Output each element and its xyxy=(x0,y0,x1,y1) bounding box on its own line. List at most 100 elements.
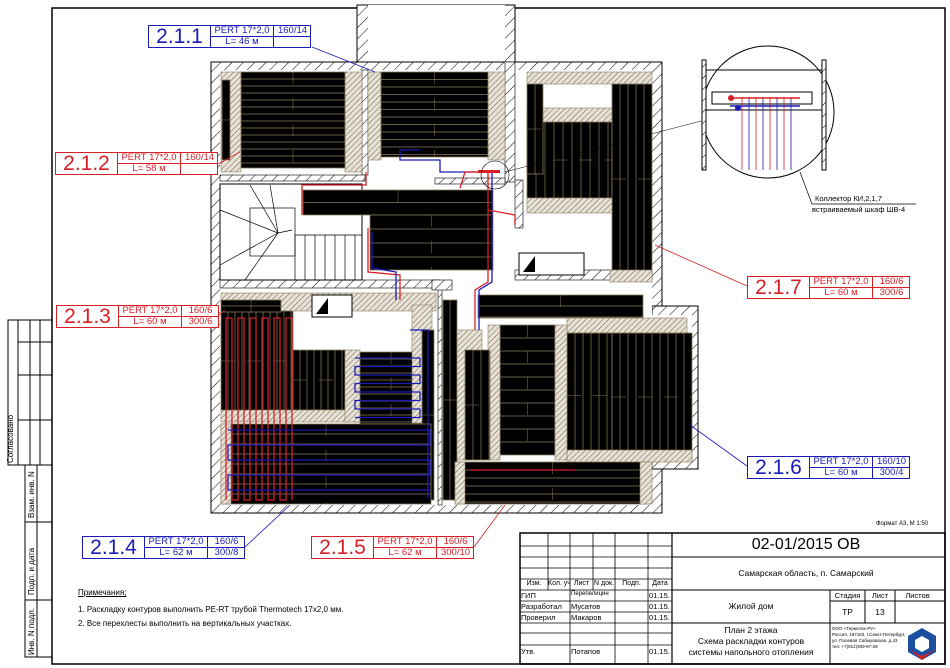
hatched-zone xyxy=(566,317,688,334)
hatched-zone xyxy=(609,269,653,283)
circuit-spec-2: 300/10 xyxy=(440,547,471,558)
pipe-loop-2-1-4-upper xyxy=(354,357,421,419)
pipe-supply-main xyxy=(474,172,489,330)
stamp-sign-date: Подп. и дата xyxy=(27,547,36,595)
circuit-length: L= 60 м xyxy=(810,288,873,299)
partition-wall xyxy=(437,287,443,506)
room-2-1-3 xyxy=(220,310,294,412)
format-text: Формат А3, М 1:50 xyxy=(876,521,928,527)
circuit-length: L= 46 м xyxy=(211,37,274,48)
room-2-1-7b xyxy=(611,83,653,275)
pipe-supply-2-1-4 xyxy=(410,329,429,498)
pipe-loop-2-1-3 xyxy=(225,317,293,501)
logo-inner xyxy=(915,636,929,652)
tb-name: Макаров xyxy=(571,613,602,622)
note-2: 2. Все перехлесты выполнить на вертикаль… xyxy=(78,619,292,628)
company-line: тел: +7(812)309-87-28 xyxy=(832,644,878,649)
tb-name: Перепелицин xyxy=(571,591,609,597)
circuit-pipe: PERT 17*2,0 xyxy=(810,277,873,288)
room-2-1-1 xyxy=(380,71,489,158)
stair-winder xyxy=(277,229,293,234)
note-1: 1. Раскладку контуров выполнить PE-RT тр… xyxy=(78,605,344,614)
hatched-zone xyxy=(526,197,613,214)
partition-wall xyxy=(504,61,516,183)
detail-leader xyxy=(504,119,706,173)
tb-date: 01.15. xyxy=(649,591,670,600)
circuit-pipe: PERT 17*2,0 xyxy=(118,153,181,164)
leader-line xyxy=(689,424,748,467)
leader-line xyxy=(244,504,291,548)
tower-inner xyxy=(368,5,505,67)
detail-wall xyxy=(821,59,827,171)
room-2-1-3-top xyxy=(220,299,282,313)
pipe-2-1-7 xyxy=(487,209,516,225)
tb-date: 01.15. xyxy=(649,613,670,622)
circuit-number: 2.1.2 xyxy=(56,153,118,175)
company-logo xyxy=(908,628,936,660)
circuit-spec-1: 160/6 xyxy=(873,277,910,288)
stamp-lower-box xyxy=(24,464,53,658)
leader-line xyxy=(217,309,226,317)
panel-field xyxy=(380,71,489,158)
tb-header: Дата xyxy=(652,580,668,587)
circuit-spec-1: 160/14 xyxy=(274,26,311,37)
circuit-spec-2: 300/8 xyxy=(214,547,239,558)
circuit-spec-2: 300/4 xyxy=(879,467,904,478)
drawing-code: 02-01/2015 ОВ xyxy=(751,536,861,553)
circuit-spec-2 xyxy=(274,37,311,48)
sheet-title-2: Схема раскладки контуров xyxy=(697,636,805,646)
room-side xyxy=(221,79,231,161)
circuit-pipe: PERT 17*2,0 xyxy=(145,537,208,548)
room-corridor xyxy=(442,299,458,501)
circuit-number: 2.1.3 xyxy=(57,306,119,328)
tb-header: Изм. xyxy=(526,580,542,587)
shaft-fill xyxy=(523,256,535,272)
circuit-spec-1: 160/6 xyxy=(437,537,474,548)
tb-role: Утв. xyxy=(521,647,536,656)
tb-role: Проверил xyxy=(521,613,556,622)
pipe-return-main xyxy=(478,172,493,330)
circuit-spec-2: 300/6 xyxy=(879,287,904,298)
circuit-pipe: PERT 17*2,0 xyxy=(211,26,274,37)
detail-marker xyxy=(480,160,510,190)
stair-winder xyxy=(269,184,279,234)
stage-label: Стадия xyxy=(834,591,861,600)
sheet-title-3: системы напольного отопления xyxy=(688,647,814,657)
circuit-spec-1: 160/14 xyxy=(181,153,218,164)
pipe-2-1-1 xyxy=(399,149,487,173)
detail-collector xyxy=(711,91,813,105)
sheet-title-1: План 2 этажа xyxy=(724,625,778,635)
tb-name: Мусатов xyxy=(571,602,601,611)
hatched-zone xyxy=(566,449,693,463)
hatched-zone xyxy=(344,71,363,173)
tb-date: 01.15. xyxy=(649,602,670,611)
circuit-number: 2.1.6 xyxy=(748,457,810,479)
room-2-1-6 xyxy=(566,332,613,459)
collector-label-line2: встраиваемый шкаф ШВ-4 xyxy=(812,205,906,214)
circuit-number: 2.1.7 xyxy=(748,277,810,299)
collector-bar xyxy=(478,170,500,173)
circuit-spec-2: 300/6 xyxy=(188,316,213,327)
sheet-label: Лист xyxy=(871,591,889,600)
partition-wall xyxy=(219,174,366,182)
stair-winder xyxy=(219,232,279,266)
title-block xyxy=(519,532,946,665)
tb-header: N док. xyxy=(594,580,614,587)
pipe-hall-b xyxy=(371,232,397,300)
hatched-zone xyxy=(344,349,361,423)
logo-red xyxy=(908,648,936,660)
partition-wall xyxy=(431,279,453,291)
shaft xyxy=(518,252,585,276)
hatched-zone xyxy=(367,71,382,161)
tb-date: 01.15. xyxy=(649,647,670,656)
hatched-zone xyxy=(526,71,653,85)
tb-header: Кол. уч xyxy=(548,580,571,587)
circuit-pipe: PERT 17*2,0 xyxy=(119,306,182,317)
partition-wall xyxy=(514,179,524,229)
circuit-pipe: PERT 17*2,0 xyxy=(810,457,873,468)
